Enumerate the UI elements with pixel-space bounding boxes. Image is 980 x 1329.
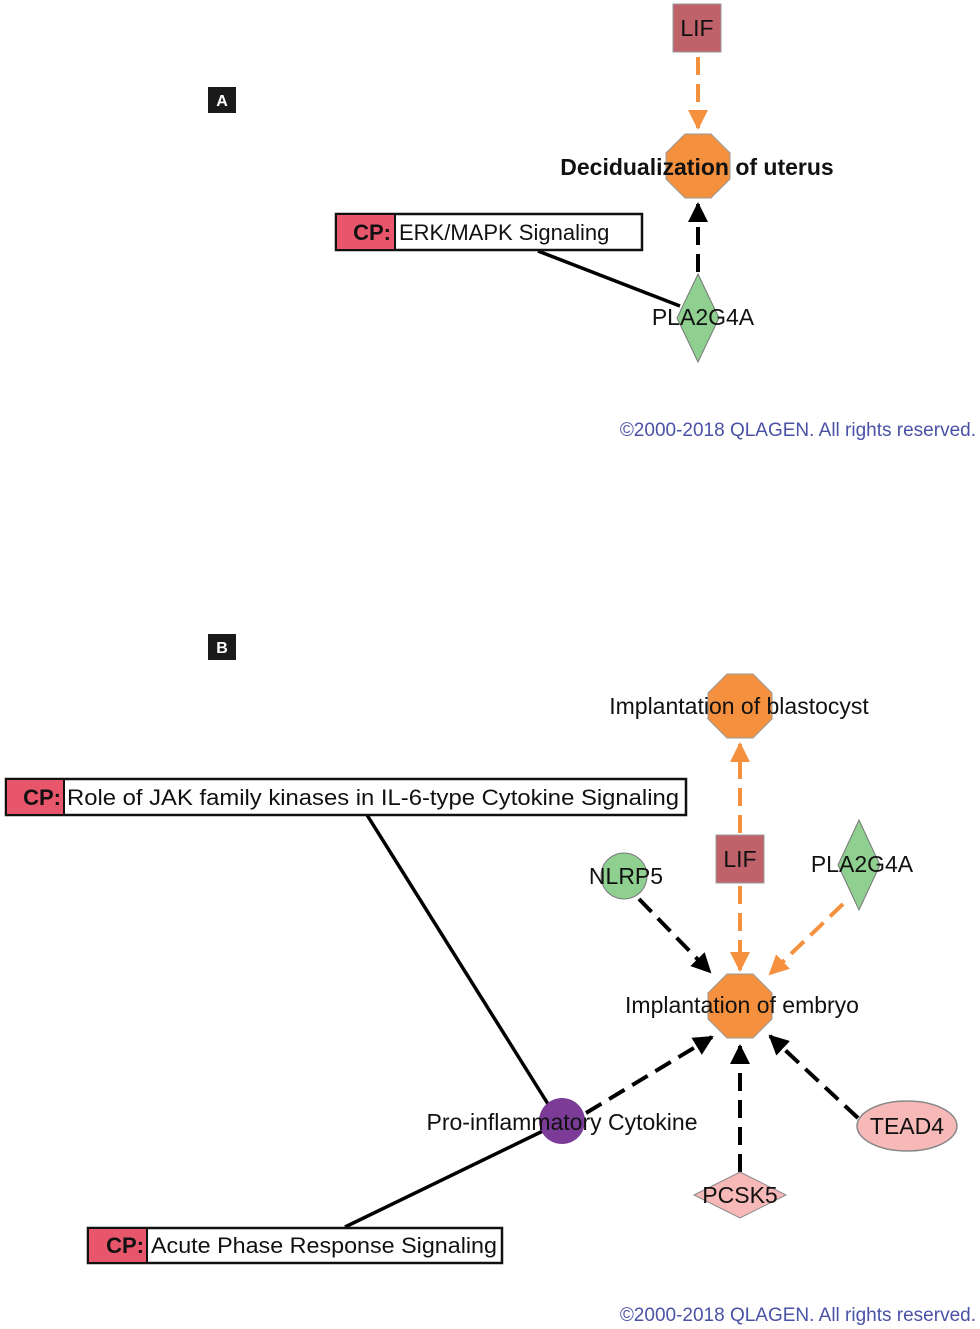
copyright-a: ©2000-2018 QLAGEN. All rights reserved. bbox=[620, 420, 976, 441]
edge-jak-cytokine bbox=[365, 814, 550, 1105]
cytokine-node[interactable] bbox=[539, 1098, 585, 1144]
blastocyst-node[interactable] bbox=[707, 673, 773, 739]
edge-nlrp5-embryo bbox=[637, 897, 712, 974]
edge-pla2g4a-embryo bbox=[768, 902, 845, 976]
pcsk5-label: PCSK5 bbox=[702, 1182, 777, 1208]
edge-cytokine-embryo bbox=[584, 1035, 714, 1115]
panel-b-letter: B bbox=[216, 640, 228, 657]
pla2g4a-label: PLA2G4A bbox=[652, 304, 755, 330]
lif-label: LIF bbox=[680, 15, 713, 41]
copyright-b: ©2000-2018 QLAGEN. All rights reserved. bbox=[620, 1305, 976, 1326]
tead4-node[interactable] bbox=[856, 1100, 958, 1152]
panel-b: B Implantation of blastocyst LIF NLRP5 P… bbox=[4, 634, 976, 1326]
nlrp5-label: NLRP5 bbox=[589, 863, 663, 889]
pla2g4a-label-b: PLA2G4A bbox=[811, 851, 914, 877]
cp-acute-tag: CP: bbox=[106, 1233, 144, 1258]
decidualization-node[interactable] bbox=[665, 133, 731, 199]
panel-b-badge bbox=[208, 634, 236, 660]
nlrp5-node[interactable] bbox=[600, 852, 648, 900]
lif-node-b[interactable] bbox=[715, 834, 765, 884]
cp-acute-box[interactable]: CP: Acute Phase Response Signaling bbox=[86, 1226, 504, 1265]
cp-acute-text: Acute Phase Response Signaling bbox=[151, 1233, 497, 1258]
panel-a-letter: A bbox=[216, 93, 228, 110]
panel-a: A LIF Decidualization of uterus PLA2G4A … bbox=[208, 3, 976, 441]
pla2g4a-node-b[interactable] bbox=[837, 818, 881, 912]
pcsk5-node[interactable] bbox=[692, 1171, 788, 1219]
embryo-node[interactable] bbox=[707, 973, 773, 1039]
cp-erk-mapk-box[interactable]: CP: ERK/MAPK Signaling bbox=[334, 212, 644, 252]
blastocyst-label: Implantation of blastocyst bbox=[609, 693, 869, 719]
edge-erk-pla2g4a bbox=[537, 249, 681, 308]
tead4-label: TEAD4 bbox=[870, 1113, 944, 1139]
cytokine-label: Pro-inflammatory Cytokine bbox=[427, 1109, 698, 1135]
cp-erk-tag: CP: bbox=[353, 220, 391, 245]
panel-a-badge bbox=[208, 87, 236, 113]
cp-erk-text: ERK/MAPK Signaling bbox=[399, 220, 609, 245]
cp-jak-text: Role of JAK family kinases in IL-6-type … bbox=[67, 785, 679, 810]
cp-jak-tag: CP: bbox=[23, 785, 61, 810]
lif-node[interactable] bbox=[672, 3, 722, 53]
decidualization-label: Decidualization of uterus bbox=[560, 154, 833, 180]
embryo-label: Implantation of embryo bbox=[625, 992, 859, 1018]
lif-label-b: LIF bbox=[723, 846, 756, 872]
edge-tead4-embryo bbox=[768, 1034, 860, 1120]
edge-acute-cytokine bbox=[344, 1128, 546, 1229]
cp-jak-box[interactable]: CP: Role of JAK family kinases in IL-6-t… bbox=[4, 777, 688, 817]
pla2g4a-node[interactable] bbox=[676, 272, 720, 364]
